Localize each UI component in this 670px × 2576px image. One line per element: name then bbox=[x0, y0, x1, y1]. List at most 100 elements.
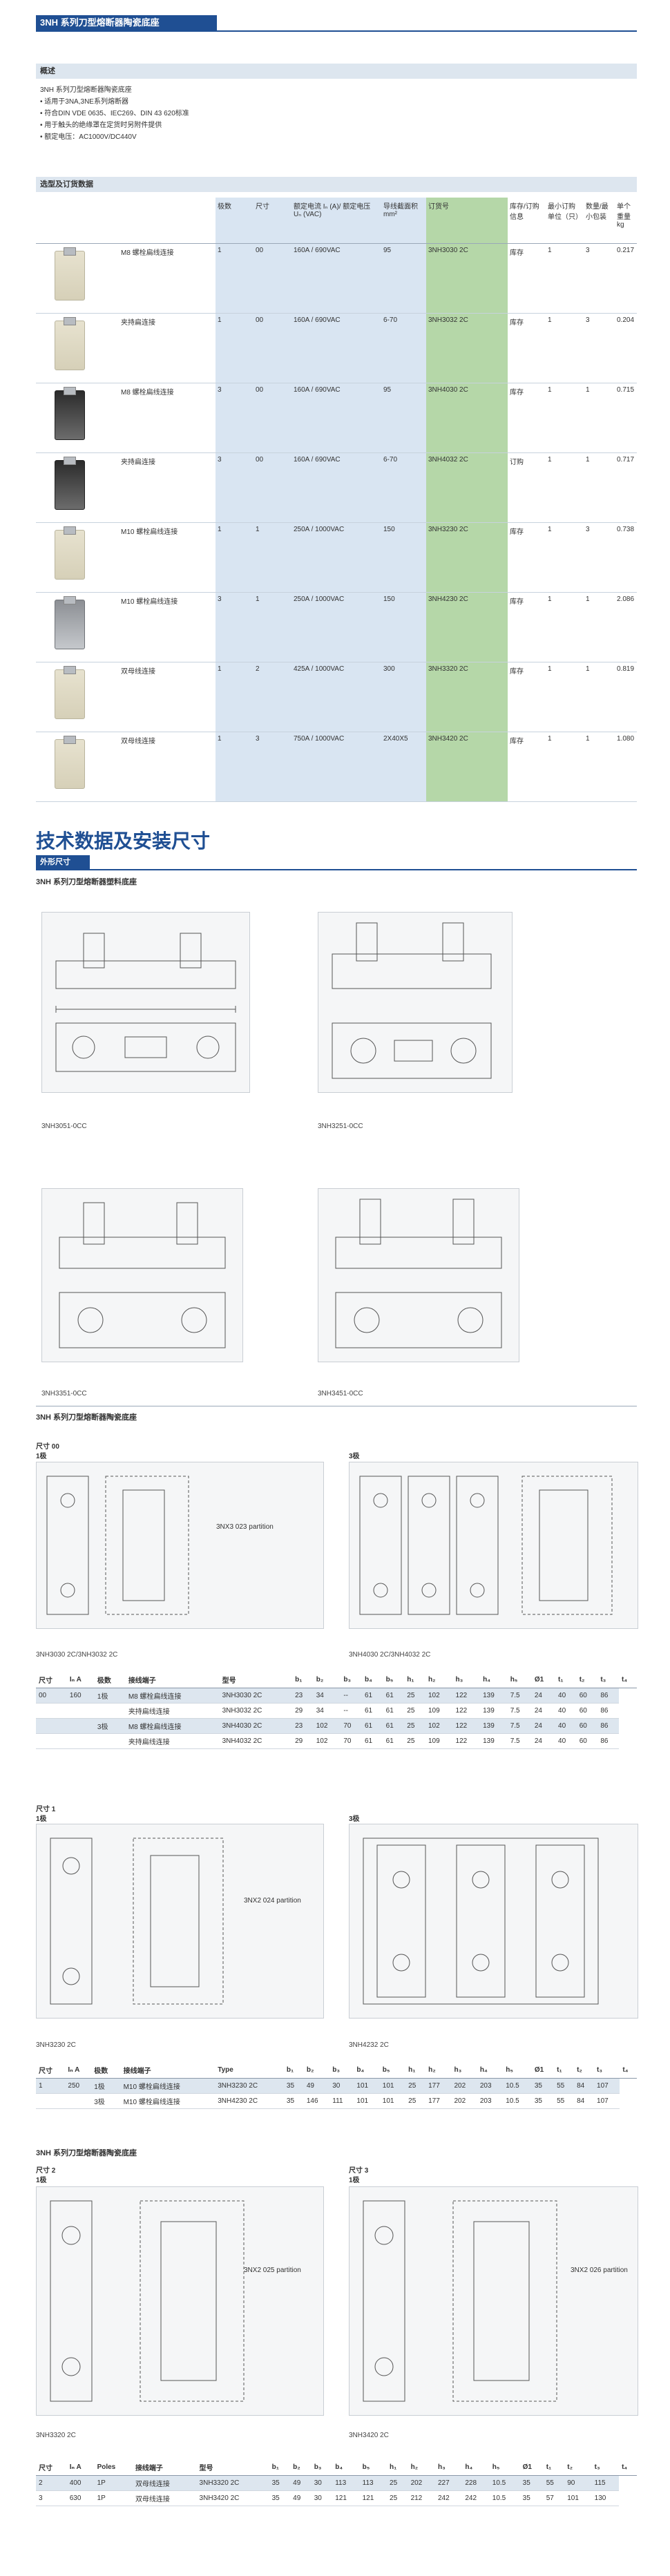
dim-cell: 202 bbox=[408, 2475, 435, 2491]
dim-header-cell: t₂ bbox=[564, 2459, 592, 2476]
dim-header-cell: b₁ bbox=[269, 2459, 291, 2476]
cell-size: 00 bbox=[253, 313, 291, 383]
dim-header-cell: t₄ bbox=[619, 1672, 637, 1688]
dim-cell: 630 bbox=[66, 2490, 95, 2506]
dim-cell bbox=[66, 1703, 95, 1719]
cell-poles: 1 bbox=[216, 522, 253, 593]
dim-cell: 35 bbox=[269, 2490, 291, 2506]
dim-header-cell: h₁ bbox=[387, 2459, 408, 2476]
cell-weight: 0.717 bbox=[615, 452, 637, 523]
header-cell bbox=[119, 198, 216, 244]
dim-cell: 250 bbox=[65, 2078, 92, 2094]
dim-cell bbox=[36, 1733, 67, 1749]
dim-cell: 24 bbox=[531, 1718, 556, 1734]
size3-pole-label: 1极 bbox=[349, 2177, 360, 2184]
dim-cell: 111 bbox=[329, 2093, 354, 2109]
dim-cell: 139 bbox=[480, 1703, 508, 1719]
size3-label: 尺寸 3 bbox=[349, 2167, 369, 2175]
dim-cell: 122 bbox=[452, 1718, 481, 1734]
size00-pole3-label: 3极 bbox=[349, 1453, 360, 1460]
dim-cell: 203 bbox=[477, 2093, 504, 2109]
size3-caption: 3NH3420 2C bbox=[349, 2432, 389, 2439]
dim-header-cell: b₅ bbox=[359, 2459, 387, 2476]
header-cell: 单个重量 kg bbox=[615, 198, 637, 244]
product-image-cell bbox=[36, 732, 119, 802]
dim-cell: 109 bbox=[425, 1733, 453, 1749]
dim-header-cell: h₄ bbox=[462, 2459, 490, 2476]
tech-title: 技术数据及安装尺寸 bbox=[36, 830, 211, 852]
dim-cell: 86 bbox=[597, 1733, 619, 1749]
cell-poles: 3 bbox=[216, 592, 253, 662]
dim-cell: 107 bbox=[594, 2078, 620, 2094]
size1-pole3-label: 3极 bbox=[349, 1815, 360, 1823]
overview-line: • 符合DIN VDE 0635、IEC269、DIN 43 620标准 bbox=[40, 110, 189, 117]
cell-rating: 750A / 1000VAC bbox=[291, 732, 381, 802]
dim-cell bbox=[36, 2093, 66, 2109]
product-image-cell bbox=[36, 313, 119, 383]
drawing-3nh3451 bbox=[318, 1188, 519, 1362]
cell-section: 6-70 bbox=[381, 452, 426, 523]
dim-cell: 35 bbox=[519, 2490, 544, 2506]
dim-header-cell: t₃ bbox=[591, 2459, 620, 2476]
dim-cell: 177 bbox=[425, 2093, 452, 2109]
dim-cell: 101 bbox=[379, 2093, 406, 2109]
dim-cell: 3 bbox=[36, 2490, 67, 2506]
header-cell: 库存/订购信息 bbox=[508, 198, 546, 244]
product-image-cell bbox=[36, 592, 119, 662]
drawing-3nh3351 bbox=[41, 1188, 243, 1362]
dim-header-cell: 尺寸 bbox=[36, 2459, 67, 2476]
cell-size: 00 bbox=[253, 383, 291, 453]
dim-cell: 30 bbox=[311, 2490, 333, 2506]
dim-header-cell: b₂ bbox=[303, 2062, 330, 2079]
dim-header-cell: t₂ bbox=[574, 2062, 595, 2079]
header-cell: 额定电流 Iₙ (A)/ 额定电压 Uₙ (VAC) bbox=[291, 198, 381, 244]
product-image-cell bbox=[36, 522, 119, 593]
dim-cell: 10.5 bbox=[503, 2078, 532, 2094]
cell-rating: 160A / 690VAC bbox=[291, 313, 381, 383]
dim-cell: 双母线连接 bbox=[132, 2490, 197, 2506]
plastic-base-label: 3NH 系列刀型熔断器塑料底座 bbox=[36, 878, 137, 886]
cell-pack: 1 bbox=[584, 592, 615, 662]
title-rule bbox=[36, 30, 637, 32]
dim-cell: 60 bbox=[576, 1718, 598, 1734]
cell-moq: 1 bbox=[546, 732, 584, 802]
dim-cell: 122 bbox=[452, 1703, 481, 1719]
dim-header-cell: b₃ bbox=[341, 1672, 362, 1688]
dim-cell: 107 bbox=[594, 2093, 620, 2109]
product-image bbox=[55, 596, 85, 649]
dim-cell: 49 bbox=[290, 2490, 312, 2506]
drawing-size00-1pole: 3NX3 023 partition bbox=[36, 1462, 324, 1629]
cell-weight: 0.204 bbox=[615, 313, 637, 383]
dim-cell: 146 bbox=[303, 2093, 330, 2109]
cell-size: 1 bbox=[253, 592, 291, 662]
dim-header-cell: h₁ bbox=[405, 2062, 426, 2079]
cell-weight: 0.819 bbox=[615, 662, 637, 732]
dim-cell: 70 bbox=[341, 1733, 362, 1749]
dim-cell: 10.5 bbox=[489, 2475, 520, 2491]
size00-caption-left: 3NH3030 2C/3NH3032 2C bbox=[36, 1651, 118, 1659]
caption-3nh3451: 3NH3451-0CC bbox=[318, 1390, 363, 1397]
cell-weight: 0.738 bbox=[615, 522, 637, 593]
size1-caption-left: 3NH3230 2C bbox=[36, 2041, 76, 2049]
dim-cell: 227 bbox=[434, 2475, 463, 2491]
dim-cell: 101 bbox=[354, 2093, 380, 2109]
dim-cell: 61 bbox=[383, 1688, 405, 1704]
dim-header-cell: 型号 bbox=[196, 2459, 269, 2476]
dim-cell: 55 bbox=[554, 2093, 575, 2109]
cell-section: 150 bbox=[381, 522, 426, 593]
caption-3nh3051: 3NH3051-0CC bbox=[41, 1123, 87, 1130]
cell-size: 00 bbox=[253, 452, 291, 523]
dim-header-cell: 接线端子 bbox=[125, 1672, 220, 1688]
dim-header-cell: 型号 bbox=[219, 1672, 293, 1688]
drawing-size2: 3NX2 025 partition bbox=[36, 2186, 324, 2416]
dim-cell: -- bbox=[341, 1688, 362, 1704]
size00-pole1-label: 1极 bbox=[36, 1453, 47, 1460]
dim-header-cell: t₂ bbox=[576, 1672, 598, 1688]
cell-conn: M8 螺栓扁线连接 bbox=[119, 383, 216, 453]
cell-conn: M10 螺栓扁线连接 bbox=[119, 522, 216, 593]
dim-cell: 40 bbox=[555, 1733, 577, 1749]
